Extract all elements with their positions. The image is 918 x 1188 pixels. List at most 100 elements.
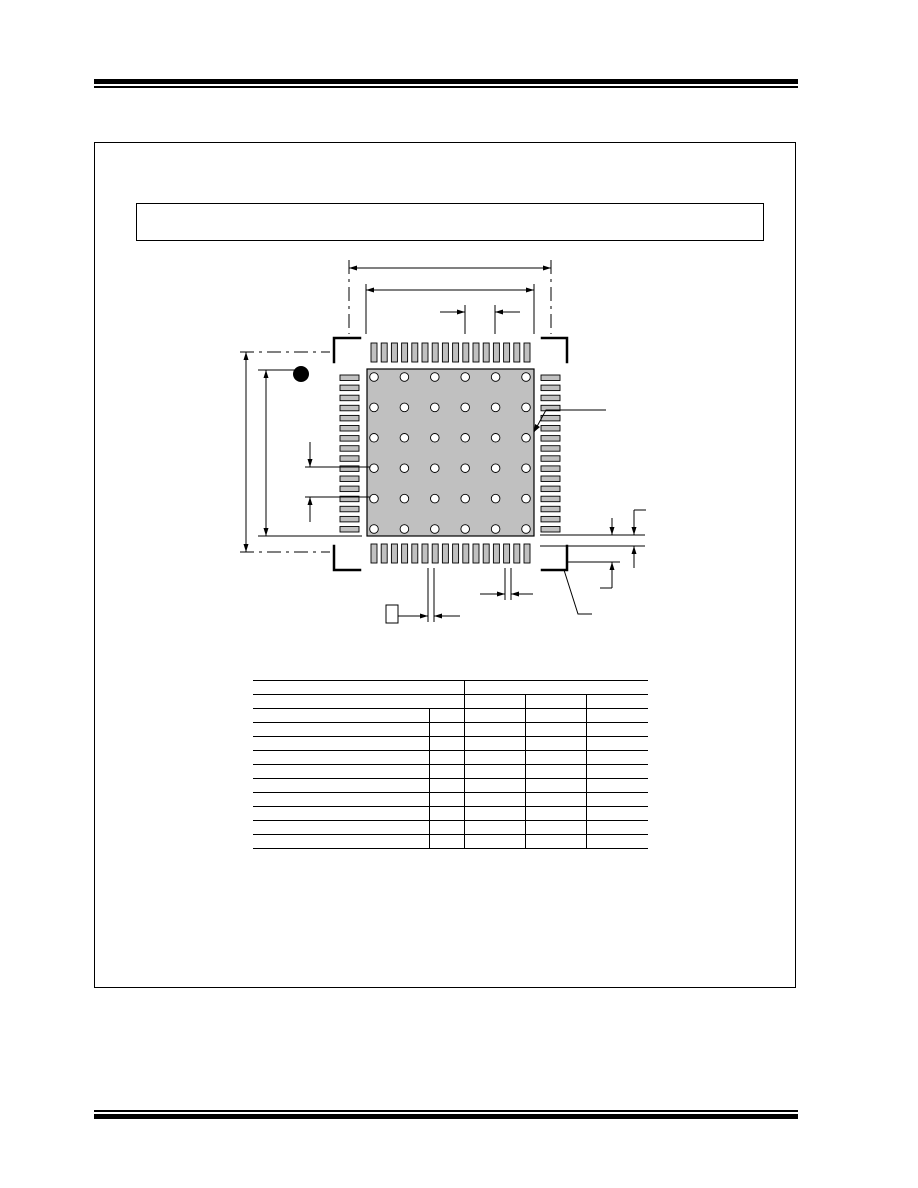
pin-top — [523, 342, 531, 363]
thermal-via — [399, 463, 410, 473]
header-rule-thin — [94, 86, 798, 88]
pin-right — [540, 384, 561, 392]
table-cell — [463, 736, 525, 751]
table-cell — [428, 820, 464, 835]
table-cell — [524, 792, 586, 807]
figure-frame — [94, 142, 796, 988]
footer-rule-thick — [94, 1114, 798, 1119]
pin-bottom — [421, 543, 429, 564]
dimension-table-body — [253, 680, 648, 849]
pin-top — [492, 342, 500, 363]
thermal-via — [369, 493, 379, 504]
corner-bracket-top-left — [332, 336, 362, 364]
pin-bottom — [462, 543, 470, 564]
table-row — [253, 834, 648, 849]
table-cell — [428, 764, 464, 779]
pin-left — [339, 445, 360, 452]
thermal-vias — [369, 372, 531, 534]
table-cell — [253, 708, 429, 723]
table-cell — [253, 820, 429, 835]
table-header-min — [463, 694, 525, 709]
pin-left — [339, 425, 360, 432]
thermal-via — [430, 433, 440, 443]
pin-left — [339, 404, 360, 412]
pin-left — [339, 465, 360, 472]
thermal-via — [430, 402, 440, 413]
table-header-row-units — [253, 680, 648, 695]
thermal-via — [460, 524, 470, 534]
figure-title-box — [136, 203, 764, 241]
table-cell — [428, 750, 464, 765]
table-header-units-value — [463, 680, 648, 695]
table-header-max — [585, 694, 648, 709]
thermal-via — [399, 493, 410, 504]
table-cell — [428, 708, 464, 723]
pin-right — [540, 445, 561, 452]
table-cell — [253, 722, 429, 737]
dimension-arrowheads — [243, 265, 637, 619]
thermal-via — [490, 372, 501, 382]
table-header-units-label — [253, 680, 464, 695]
table-row — [253, 792, 648, 807]
corner-brackets — [332, 336, 569, 572]
table-cell — [524, 708, 586, 723]
pin-left — [339, 384, 360, 392]
pin-bottom — [431, 543, 439, 564]
exposed-pad — [366, 368, 535, 537]
pin-top — [411, 342, 419, 363]
pin-top — [401, 342, 409, 363]
pin-bottom — [482, 543, 490, 564]
table-cell — [428, 806, 464, 821]
table-header-row-limits — [253, 694, 648, 709]
thermal-via — [490, 524, 501, 534]
table-row — [253, 722, 648, 737]
table-cell — [585, 722, 648, 737]
pin-right — [540, 414, 561, 422]
table-cell — [463, 820, 525, 835]
table-row — [253, 778, 648, 793]
table-cell — [524, 834, 586, 849]
pin-bottom — [370, 543, 378, 564]
thermal-via — [369, 372, 379, 382]
dimension-table — [253, 680, 648, 849]
table-cell — [253, 834, 429, 849]
corner-bracket-bottom-right — [540, 544, 569, 572]
table-cell — [463, 722, 525, 737]
pin-right — [540, 425, 561, 432]
thermal-via — [521, 433, 531, 443]
table-row — [253, 736, 648, 751]
pin-bottom — [441, 543, 449, 564]
thermal-via — [430, 493, 440, 504]
pin-left — [339, 495, 360, 503]
table-cell — [463, 764, 525, 779]
thermal-via — [521, 402, 531, 413]
table-cell — [585, 792, 648, 807]
thermal-via — [430, 524, 440, 534]
table-cell — [253, 736, 429, 751]
pin-top — [472, 342, 480, 363]
table-cell — [585, 736, 648, 751]
pin-right — [540, 526, 561, 533]
thermal-via — [369, 402, 379, 413]
thermal-via — [521, 372, 531, 382]
table-cell — [253, 806, 429, 821]
table-cell — [253, 764, 429, 779]
table-cell — [428, 792, 464, 807]
pin-right — [540, 475, 561, 482]
thermal-via — [490, 433, 501, 443]
pin-right — [540, 495, 561, 503]
table-cell — [253, 792, 429, 807]
thermal-via — [399, 372, 410, 382]
pin-left — [339, 475, 360, 482]
pin-bottom — [411, 543, 419, 564]
corner-bracket-bottom-left — [332, 544, 362, 572]
table-header-nom — [524, 694, 586, 709]
pin-bottom — [390, 543, 398, 564]
table-row — [253, 750, 648, 765]
pin-right — [540, 515, 561, 523]
table-cell — [585, 750, 648, 765]
thermal-via — [521, 524, 531, 534]
table-cell — [428, 722, 464, 737]
thermal-via — [399, 524, 410, 534]
